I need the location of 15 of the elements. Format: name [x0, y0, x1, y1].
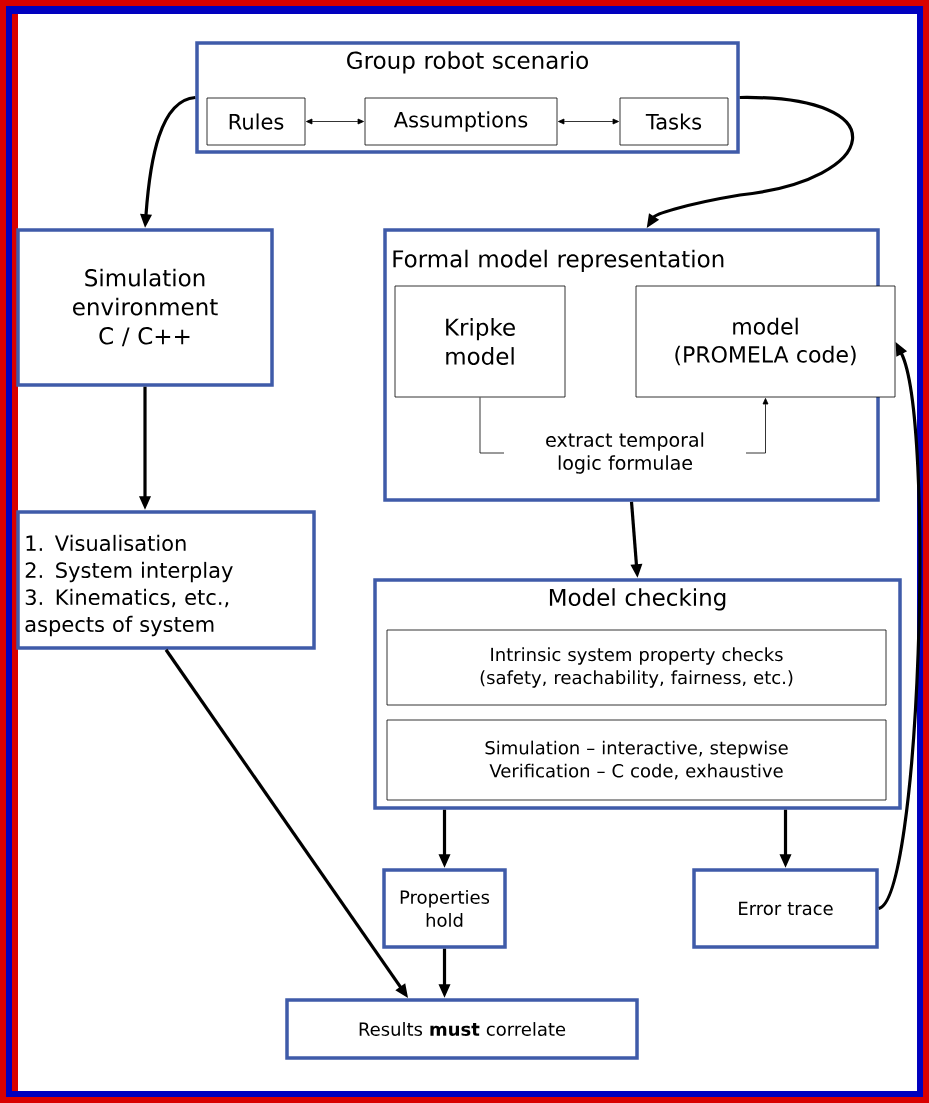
arrow: [306, 118, 364, 125]
sub-box: Assumptions: [364, 97, 558, 146]
process-box: Error trace: [692, 868, 879, 949]
process-box: Results must correlate: [285, 998, 639, 1060]
edge-label: extract temporal logic formulae: [504, 431, 746, 475]
list-box: 1. Visualisation 2. System interplay 3. Kinematics, etc., aspects of system: [16, 510, 316, 650]
sub-box: Intrinsic system property checks (safety, reachability, fairness, etc.): [386, 629, 887, 706]
process-box: Properties hold: [382, 868, 507, 949]
process-box: Simulation environment C / C++: [16, 228, 274, 387]
sub-box: Tasks: [619, 97, 729, 146]
sub-box: model (PROMELA code): [635, 285, 896, 398]
arrow: [558, 118, 619, 125]
sub-box: Rules: [206, 97, 306, 146]
sub-box: Simulation – interactive, stepwise Verification – C code, exhaustive: [386, 719, 887, 801]
sub-box: Kripke model: [394, 285, 566, 398]
